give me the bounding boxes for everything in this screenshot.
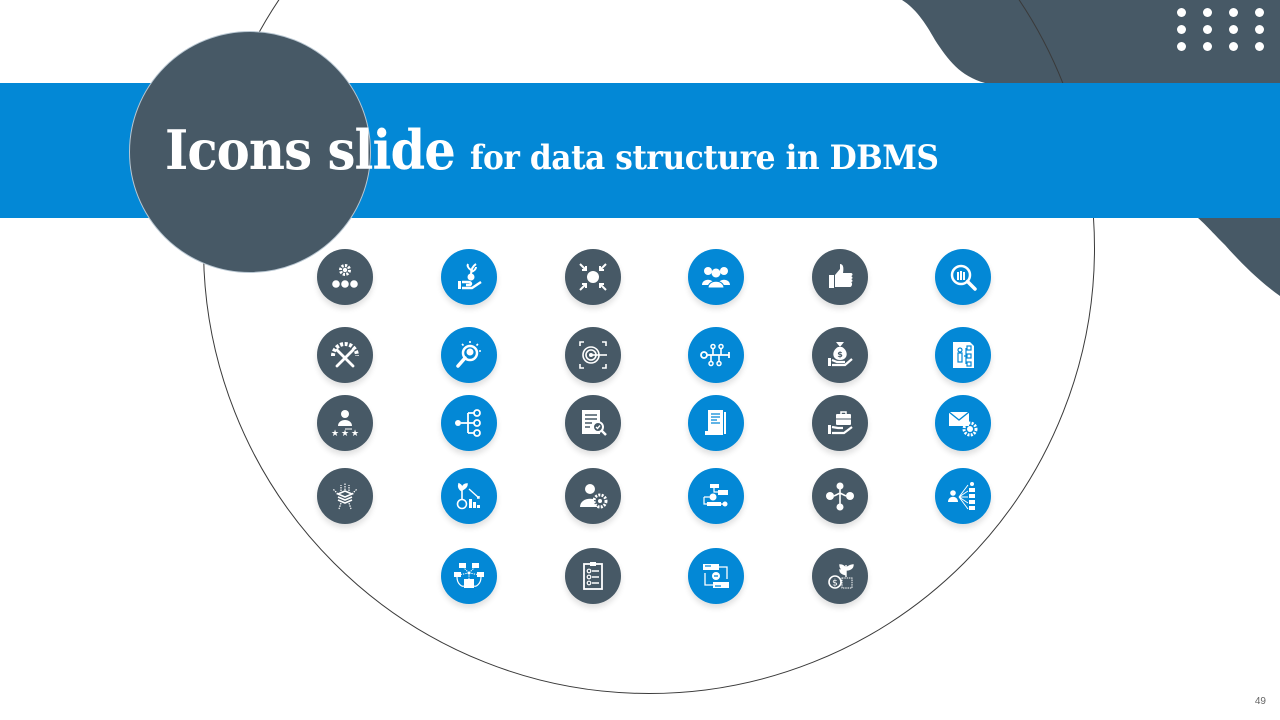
converging-arrows-chart-icon[interactable] [565, 249, 621, 305]
hand-money-bag-icon[interactable]: $ [812, 327, 868, 383]
network-database-icon[interactable] [441, 548, 497, 604]
svg-text:$: $ [832, 579, 838, 589]
dot [1229, 25, 1238, 34]
svg-text:★: ★ [351, 429, 359, 439]
scroll-document-icon[interactable] [688, 395, 744, 451]
svg-text:★: ★ [341, 429, 349, 439]
document-flowchart-icon[interactable] [935, 327, 991, 383]
gear-hierarchy-icon[interactable] [317, 249, 373, 305]
dot [1229, 42, 1238, 51]
hand-briefcase-icon[interactable] [812, 395, 868, 451]
dot [1255, 25, 1264, 34]
dot [1177, 25, 1186, 34]
hub-network-icon[interactable] [812, 468, 868, 524]
email-settings-icon[interactable] [935, 395, 991, 451]
people-search-icon[interactable] [935, 249, 991, 305]
title-circle [129, 31, 371, 273]
plant-declining-chart-icon[interactable] [441, 468, 497, 524]
gear-tools-icon[interactable] [317, 327, 373, 383]
thumbs-up-icon[interactable] [812, 249, 868, 305]
process-flowchart-icon[interactable] [688, 468, 744, 524]
timeline-nodes-icon[interactable] [688, 327, 744, 383]
hand-plant-dollar-icon[interactable] [441, 249, 497, 305]
tree-hierarchy-icon[interactable] [441, 395, 497, 451]
page-title: Icons slide for data structure in DBMS [165, 118, 979, 198]
idea-bulb-magnifier-icon[interactable] [441, 327, 497, 383]
dot [1255, 8, 1264, 17]
title-subtitle: for data structure in DBMS [470, 138, 939, 178]
dot [1203, 42, 1212, 51]
user-distribution-icon[interactable] [935, 468, 991, 524]
dot [1177, 8, 1186, 17]
user-rating-stars-icon[interactable]: ★★★ [317, 395, 373, 451]
dot [1203, 8, 1212, 17]
data-layers-circuit-icon[interactable] [317, 468, 373, 524]
dot [1203, 25, 1212, 34]
page-number: 49 [1254, 696, 1266, 707]
user-group-icon[interactable] [688, 249, 744, 305]
title-main: Icons slide [165, 118, 456, 182]
server-exchange-icon[interactable] [688, 548, 744, 604]
svg-text:$: $ [837, 350, 843, 359]
decorative-dot-grid [1177, 8, 1267, 54]
svg-text:★: ★ [331, 429, 339, 439]
dot [1177, 42, 1186, 51]
dot [1255, 42, 1264, 51]
target-arrow-icon[interactable] [565, 327, 621, 383]
dollar-plant-growth-icon[interactable]: $ [812, 548, 868, 604]
document-review-icon[interactable] [565, 395, 621, 451]
clipboard-checklist-icon[interactable] [565, 548, 621, 604]
user-settings-icon[interactable] [565, 468, 621, 524]
dot [1229, 8, 1238, 17]
